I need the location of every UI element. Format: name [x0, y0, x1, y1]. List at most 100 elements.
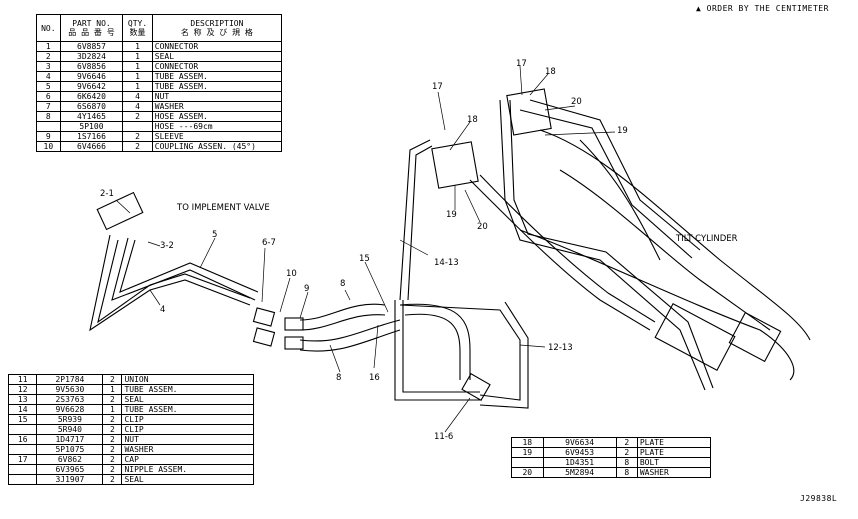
cell-desc: WASHER: [636, 467, 712, 478]
cell-desc: SEAL: [121, 474, 254, 485]
cell-part: 4Y1465: [59, 111, 124, 122]
cell-qty: 1: [122, 41, 153, 52]
header-qty-label: QTY.: [127, 19, 148, 28]
callout-3-2: 3-2: [160, 241, 174, 251]
hose-8-upper: [299, 303, 386, 331]
cell-qty: 2: [102, 464, 123, 475]
cell-qty: 1: [102, 404, 123, 415]
cell-part: 9V6634: [542, 437, 617, 448]
cell-no: 16: [7, 434, 38, 445]
cell-no: 17: [7, 454, 38, 465]
hose-8-lower: [299, 319, 401, 352]
callout-18-right: 18: [545, 67, 556, 77]
cell-no: 4: [36, 71, 61, 82]
cell-no: 7: [36, 101, 61, 112]
tube-5: [111, 237, 259, 301]
cell-desc: PLATE: [636, 447, 712, 458]
cell-qty: 1: [122, 61, 153, 72]
bracket-right: [506, 88, 552, 136]
cell-desc: UNION: [121, 374, 254, 385]
cell-no: 13: [7, 394, 38, 405]
cell-desc: PLATE: [636, 437, 712, 448]
callout-16: 16: [369, 373, 380, 383]
cell-part: 6V3965: [36, 464, 104, 475]
tube-to-cylinder-c: [519, 99, 701, 259]
bracket-left: [431, 141, 479, 189]
cell-desc: WASHER: [121, 444, 254, 455]
cell-no: 14: [7, 404, 38, 415]
cell-desc: CLIP: [121, 424, 254, 435]
cylinder-block-2: [728, 311, 782, 363]
cell-no: [7, 474, 38, 485]
callout-20-left: 20: [477, 222, 488, 232]
tube-14: [394, 139, 480, 401]
union-11: [461, 372, 491, 402]
cell-part: 2S3763: [36, 394, 104, 405]
cell-desc: HOSE ASSEM.: [151, 111, 283, 122]
cell-desc: NUT: [121, 434, 254, 445]
cell-desc: NIPPLE ASSEM.: [121, 464, 254, 475]
cell-desc: SLEEVE: [151, 131, 283, 142]
cell-no: 2: [36, 51, 61, 62]
cell-qty: 2: [102, 434, 123, 445]
cell-part: 9V6642: [59, 81, 124, 92]
callout-10: 10: [286, 269, 297, 279]
cell-qty: 4: [122, 101, 153, 112]
coupling-10b: [252, 327, 276, 347]
callout-4: 4: [160, 305, 166, 315]
cell-part: 6V4666: [59, 141, 124, 152]
cell-qty: 2: [122, 111, 153, 122]
coupling-10: [252, 307, 276, 327]
cell-desc: COUPLING ASSEN. (45°): [151, 141, 283, 152]
cell-desc: TUBE ASSEM.: [151, 71, 283, 82]
cell-qty: 1: [122, 51, 153, 62]
cell-desc: SEAL: [121, 394, 254, 405]
cell-qty: 2: [615, 447, 638, 458]
order-note: ▲ ORDER BY THE CENTIMETER: [696, 4, 829, 13]
cell-part: 9V5630: [36, 384, 104, 395]
cell-part: 6S6870: [59, 101, 124, 112]
cell-part: 3J1907: [36, 474, 104, 485]
header-desc-sub: 名 称 及 び 規 格: [180, 28, 253, 37]
cell-no: 8: [36, 111, 61, 122]
cell-desc: TUBE ASSEM.: [121, 384, 254, 395]
header-qty-sub: 数量: [129, 28, 146, 37]
label-to-implement-valve: TO IMPLEMENT VALVE: [177, 203, 270, 213]
cell-qty: 2: [102, 424, 123, 435]
cell-no: 1: [36, 41, 61, 52]
callout-18-left: 18: [467, 115, 478, 125]
cell-part: 3D2824: [59, 51, 124, 62]
cell-desc: CONNECTOR: [151, 41, 283, 52]
leader-lines: [115, 65, 616, 433]
cell-qty: 8: [615, 467, 638, 478]
cell-part: 6K6420: [59, 91, 124, 102]
cell-part: 5P100: [59, 121, 124, 132]
cell-qty: 2: [615, 437, 638, 448]
cell-qty: 2: [102, 374, 123, 385]
cell-desc: SEAL: [151, 51, 283, 62]
cell-qty: 2: [102, 414, 123, 425]
cylinder-block: [654, 303, 736, 371]
callout-8-upper: 8: [340, 279, 346, 289]
callout-2-1: 2-1: [100, 189, 114, 199]
cell-qty: 2: [122, 131, 153, 142]
cell-desc: CAP: [121, 454, 254, 465]
cell-part: 6V8857: [59, 41, 124, 52]
